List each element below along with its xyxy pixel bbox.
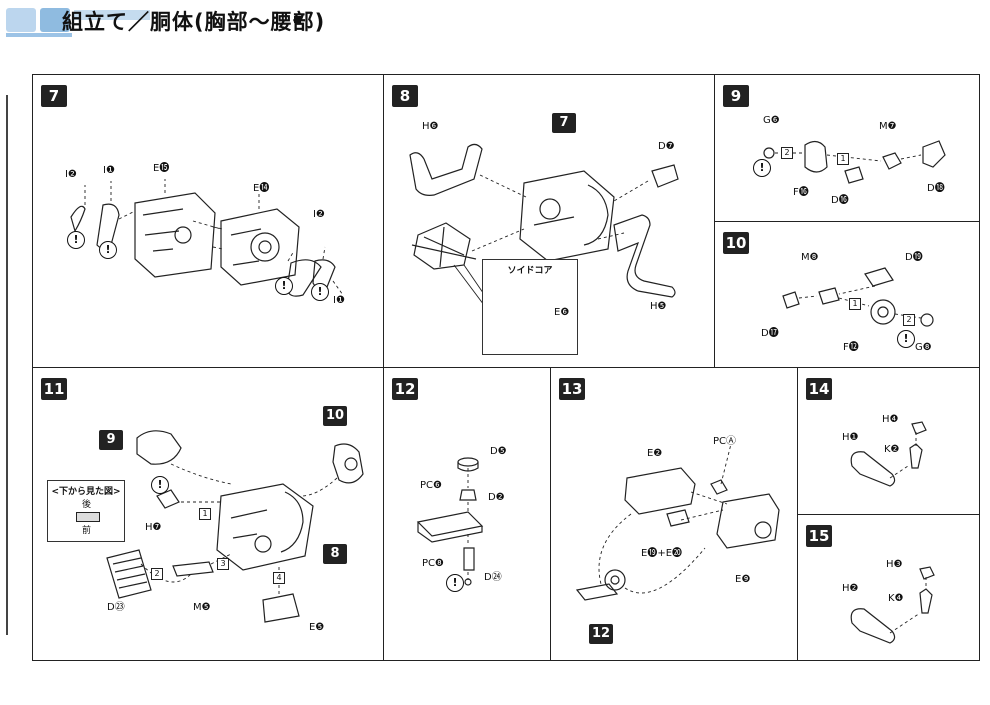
page-title: 組立て／胴体(胸部～腰部) bbox=[62, 10, 326, 34]
step-14-illustration bbox=[850, 421, 927, 487]
step-7-illustration bbox=[70, 179, 344, 297]
part-label-f16: F⓰ bbox=[793, 187, 809, 198]
page-edge-rule bbox=[6, 95, 8, 635]
step-15-illustration bbox=[850, 566, 935, 644]
step-number: 11 bbox=[41, 378, 67, 400]
sequence-box: 1 bbox=[849, 298, 861, 310]
subassembly-callout: 7 bbox=[552, 113, 576, 133]
step-12-panel: 12 D❺ PC❻ D❷ PC❽ D㉔ ! bbox=[383, 367, 551, 661]
part-label-d7: D❼ bbox=[658, 141, 675, 152]
sequence-box: 1 bbox=[199, 508, 211, 520]
part-label-e19-e20: E⓳+E⓴ bbox=[641, 548, 683, 559]
part-label-d23: D㉓ bbox=[107, 602, 125, 613]
sequence-box: 2 bbox=[903, 314, 915, 326]
inset-title: <下から見た図> bbox=[51, 487, 121, 497]
part-label-f12: F⓬ bbox=[843, 342, 859, 353]
step-number: 14 bbox=[806, 378, 832, 400]
step-10-panel: 10 1 2 M❽ D⓳ D⓱ F⓬ G❽ ! bbox=[714, 221, 980, 369]
step-7-panel: 7 I❷ I❶ E⓯ E⓮ I❷ I❶ ! ! ! ! bbox=[32, 74, 384, 368]
step-11-panel: 11 9 10 8 <下から見た図> 後 前 1 2 3 4 H❼ D㉓ M❺ … bbox=[32, 367, 384, 661]
step-number: 9 bbox=[723, 85, 749, 107]
step-9-illustration bbox=[763, 140, 946, 184]
inset-back-label: 後 bbox=[82, 500, 92, 510]
caution-icon: ! bbox=[67, 231, 85, 249]
caution-icon: ! bbox=[151, 476, 169, 494]
part-label-d17: D⓱ bbox=[761, 328, 779, 339]
part-label-m8: M❽ bbox=[801, 252, 819, 263]
step-8-panel: 8 7 H❻ D❼ H❺ ソイドコア E❻ bbox=[383, 74, 715, 368]
step-number: 8 bbox=[392, 85, 418, 107]
step-11-illustration bbox=[106, 430, 364, 623]
part-label-m5: M❺ bbox=[193, 602, 211, 613]
step-13-illustration bbox=[575, 443, 780, 601]
part-label-h6: H❻ bbox=[422, 121, 439, 132]
bottom-view-inset: <下から見た図> 後 前 bbox=[47, 480, 125, 542]
step-number: 7 bbox=[41, 85, 67, 107]
step-14-panel: 14 H❹ H❶ K❷ bbox=[797, 367, 980, 515]
step-13-panel: 13 12 E❷ PCⒶ E⓳+E⓴ E❾ bbox=[550, 367, 798, 661]
part-label-h4: H❹ bbox=[882, 414, 899, 425]
part-label-i1-left: I❶ bbox=[103, 165, 115, 176]
part-label-d18: D⓲ bbox=[927, 183, 945, 194]
part-label-i1-right: I❶ bbox=[333, 295, 345, 306]
caution-icon: ! bbox=[99, 241, 117, 259]
part-label-e9: E❾ bbox=[735, 574, 751, 585]
subassembly-callout-8: 8 bbox=[323, 544, 347, 564]
part-label-h3: H❸ bbox=[886, 559, 903, 570]
part-label-pc-a: PCⒶ bbox=[713, 436, 737, 447]
caution-icon: ! bbox=[446, 574, 464, 592]
part-label-h7: H❼ bbox=[145, 522, 162, 533]
step-number: 12 bbox=[392, 378, 418, 400]
part-label-k2: K❷ bbox=[884, 444, 900, 455]
sequence-box: 2 bbox=[151, 568, 163, 580]
inset-title: ソイドコア bbox=[507, 266, 553, 276]
inset-front-label: 前 bbox=[82, 526, 92, 536]
part-label-e14: E⓮ bbox=[253, 183, 270, 194]
step-number: 15 bbox=[806, 525, 832, 547]
subassembly-callout-12: 12 bbox=[589, 624, 613, 644]
part-label-d2: D❷ bbox=[488, 492, 505, 503]
caution-icon: ! bbox=[311, 283, 329, 301]
part-label-e15: E⓯ bbox=[153, 163, 170, 174]
subassembly-callout-10: 10 bbox=[323, 406, 347, 426]
part-label-h2: H❷ bbox=[842, 583, 859, 594]
part-label-h5: H❺ bbox=[650, 301, 667, 312]
inset-part-shape bbox=[76, 512, 100, 522]
step-number: 13 bbox=[559, 378, 585, 400]
part-label-e2: E❷ bbox=[647, 448, 663, 459]
caution-icon: ! bbox=[897, 330, 915, 348]
step-9-panel: 9 2 1 G❻ M❼ F⓰ D⓰ D⓲ ! bbox=[714, 74, 980, 222]
part-label-i2-right: I❷ bbox=[313, 209, 325, 220]
watermark-logo bbox=[6, 8, 150, 37]
part-label-m7: M❼ bbox=[879, 121, 897, 132]
part-label-pc-b: PC❽ bbox=[422, 558, 444, 569]
sequence-box: 1 bbox=[837, 153, 849, 165]
part-label-e5: E❺ bbox=[309, 622, 325, 633]
part-label-g8: G❽ bbox=[915, 342, 932, 353]
part-label-e6: E❻ bbox=[554, 307, 570, 318]
soid-core-inset: ソイドコア bbox=[482, 259, 578, 355]
part-label-pc-c: PC❻ bbox=[420, 480, 442, 491]
caution-icon: ! bbox=[275, 277, 293, 295]
part-label-k4: K❹ bbox=[888, 593, 904, 604]
subassembly-callout-9: 9 bbox=[99, 430, 123, 450]
part-label-d19: D⓳ bbox=[905, 252, 923, 263]
part-label-d16: D⓰ bbox=[831, 195, 849, 206]
title-bullet bbox=[294, 16, 301, 23]
part-label-h1: H❶ bbox=[842, 432, 859, 443]
sequence-box: 3 bbox=[217, 558, 229, 570]
part-label-g6: G❻ bbox=[763, 115, 780, 126]
sequence-box: 4 bbox=[273, 572, 285, 584]
page-header: 組立て／胴体(胸部～腰部) bbox=[0, 0, 330, 40]
part-label-i2-left: I❷ bbox=[65, 169, 77, 180]
sequence-box: 2 bbox=[781, 147, 793, 159]
step-15-panel: 15 H❸ H❷ K❹ bbox=[797, 514, 980, 661]
step-number: 10 bbox=[723, 232, 749, 254]
part-label-d24: D㉔ bbox=[484, 572, 502, 583]
part-label-d5: D❺ bbox=[490, 446, 507, 457]
caution-icon: ! bbox=[753, 159, 771, 177]
step-12-illustration bbox=[416, 457, 484, 586]
